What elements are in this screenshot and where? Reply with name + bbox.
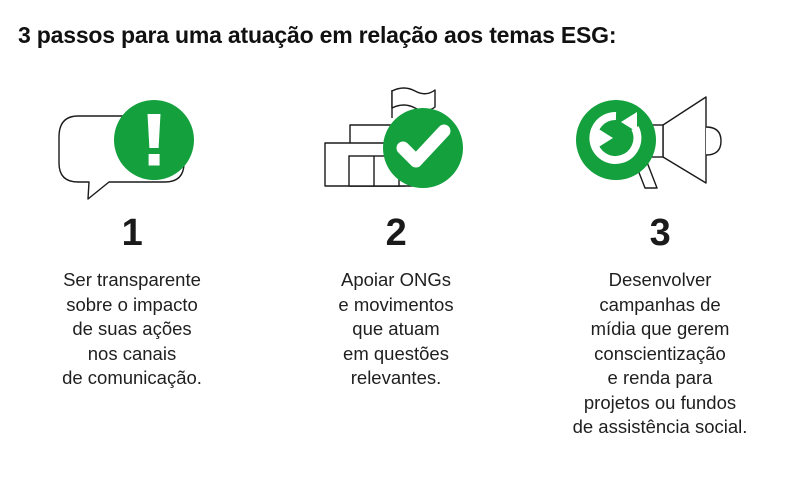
- step-2-text: Apoiar ONGs e movimentos que atuam em qu…: [271, 268, 521, 391]
- step-1-line-3: de suas ações: [72, 318, 192, 339]
- step-3-text: Desenvolver campanhas de mídia que gerem…: [535, 268, 785, 440]
- step-1-icon-group: [17, 80, 247, 200]
- step-2-line-3: que atuam: [352, 318, 440, 339]
- step-3-line-5: e renda para: [607, 367, 713, 388]
- step-1-number: 1: [121, 212, 143, 254]
- step-3-number: 3: [649, 212, 671, 254]
- step-column-3: 3 Desenvolver campanhas de mídia que ger…: [528, 80, 792, 440]
- megaphone-icon: [576, 96, 722, 189]
- step-2-line-1: Apoiar ONGs: [340, 269, 451, 290]
- step-1-line-2: sobre o impacto: [66, 293, 198, 315]
- step-2-number: 2: [385, 212, 407, 254]
- step-2-line-4: em questões: [343, 342, 449, 364]
- step-3-line-7: de assistência social.: [572, 416, 748, 437]
- step-column-1: 1 Ser transparente sobre o impacto de su…: [0, 80, 264, 391]
- step-2-line-2: e movimentos: [338, 293, 454, 315]
- step-3-line-4: conscientização: [594, 342, 726, 364]
- step-1-line-4: nos canais: [87, 342, 177, 364]
- step-3-line-1: Desenvolver: [608, 269, 712, 290]
- step-3-icon-group: [545, 80, 775, 200]
- page-title: 3 passos para uma atuação em relação aos…: [18, 22, 617, 48]
- step-1-line-1: Ser transparente: [63, 269, 201, 290]
- institution-building-flag-icon: [324, 87, 463, 188]
- step-2-line-5: relevantes.: [350, 367, 442, 388]
- speech-bubble-icon: [58, 100, 194, 200]
- step-1-line-5: de comunicação.: [62, 367, 202, 388]
- step-3-line-3: mídia que gerem: [590, 318, 730, 339]
- step-1-text: Ser transparente sobre o impacto de suas…: [7, 268, 257, 391]
- steps-container: 1 Ser transparente sobre o impacto de su…: [0, 80, 794, 440]
- step-3-line-6: projetos ou fundos: [583, 391, 737, 413]
- step-2-icon-group: [281, 80, 511, 200]
- step-3-line-2: campanhas de: [599, 293, 721, 315]
- step-column-2: 2 Apoiar ONGs e movimentos que atuam em …: [264, 80, 528, 391]
